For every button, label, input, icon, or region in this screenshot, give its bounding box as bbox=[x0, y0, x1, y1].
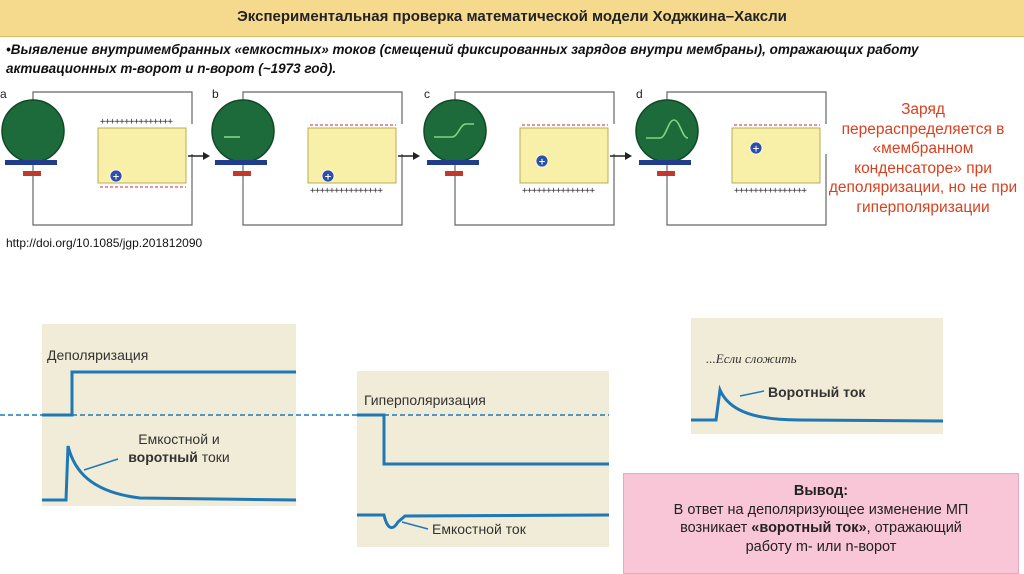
panel-letter-a: a bbox=[0, 87, 7, 101]
plus-charge-row: +++++++++++++++ bbox=[310, 186, 383, 196]
panel-letter-d: d bbox=[636, 87, 643, 101]
capacitive-pointer bbox=[83, 458, 119, 471]
conclusion-box: Вывод: В ответ на деполяризующее изменен… bbox=[623, 473, 1019, 574]
circuit-wire bbox=[454, 91, 615, 124]
depolarization-label: Деполяризация bbox=[47, 347, 149, 363]
capacitive-gate-current-label: Емкостной и воротный токи bbox=[86, 430, 272, 466]
depolarization-step-trace bbox=[42, 370, 296, 417]
membrane-capacitor bbox=[519, 127, 609, 184]
circuit-wire bbox=[454, 154, 615, 226]
conclusion-line2: возникает «воротный ток», отражающий bbox=[624, 519, 1018, 538]
panel-letter-b: b bbox=[212, 87, 219, 101]
electrode-bar bbox=[215, 160, 267, 165]
capacitive-current-trace bbox=[357, 513, 610, 530]
capacitive-current-label: Емкостной ток bbox=[432, 521, 526, 537]
capacitive-gate-current-trace bbox=[42, 445, 297, 502]
electrode-bar-red bbox=[445, 171, 463, 176]
circuit-wire bbox=[32, 154, 193, 226]
currents-word: токи bbox=[197, 449, 230, 465]
side-note: Заряд перераспределяется в «мембранном к… bbox=[828, 101, 1018, 216]
gating-charge-icon bbox=[535, 154, 549, 168]
scope-trace bbox=[434, 123, 474, 138]
bullet-text: •Выявление внутримембранных «емкостных» … bbox=[6, 42, 919, 76]
circuit-wire bbox=[242, 154, 403, 226]
circuit-wire bbox=[666, 91, 827, 124]
gating-charge-icon bbox=[321, 169, 335, 183]
conclusion-line2-pre: возникает bbox=[680, 520, 752, 536]
gating-current-trace bbox=[691, 384, 944, 423]
electrode-bar-red bbox=[233, 171, 251, 176]
circuit-wire bbox=[666, 154, 827, 226]
doi-reference: http://doi.org/10.1085/jgp.201812090 bbox=[6, 236, 203, 250]
sum-panel bbox=[691, 318, 943, 434]
membrane-capacitor bbox=[731, 127, 821, 184]
hyperpolarization-panel bbox=[357, 371, 609, 547]
gating-charge-sign: + bbox=[324, 173, 332, 183]
electrode-bar bbox=[639, 160, 691, 165]
gating-charge-sign: + bbox=[538, 158, 546, 168]
plus-charge-row: +++++++++++++++ bbox=[522, 186, 595, 196]
sum-caption: ...Если сложить bbox=[706, 351, 797, 366]
transition-arrowhead bbox=[413, 152, 420, 160]
capacitive-pointer-2 bbox=[401, 521, 429, 530]
slide-header bbox=[0, 0, 1024, 37]
conclusion-line3: работу m- или n-ворот bbox=[745, 538, 897, 555]
circuit-wire bbox=[242, 91, 403, 124]
conclusion-line2-post: , отражающий bbox=[866, 520, 962, 536]
gating-charge-icon bbox=[109, 169, 123, 183]
transition-arrowhead bbox=[625, 152, 632, 160]
slide-title: Экспериментальная проверка математическо… bbox=[237, 8, 787, 25]
plus-charge-row: +++++++++++++++ bbox=[100, 117, 173, 127]
panel-letter-c: c bbox=[424, 87, 430, 101]
conclusion-line1: В ответ на деполяризующее изменение МП bbox=[673, 501, 969, 518]
gating-charge-sign: + bbox=[112, 173, 120, 183]
gate-pointer bbox=[739, 390, 765, 397]
hyperpolarization-step-trace bbox=[357, 413, 609, 466]
electrode-bar-red bbox=[23, 171, 41, 176]
gating-charge-icon bbox=[749, 141, 763, 155]
gating-charge-sign: + bbox=[752, 145, 760, 155]
conclusion-gate-term: «воротный ток» bbox=[751, 520, 867, 536]
cap-gate-line2: воротный токи bbox=[86, 448, 272, 466]
cap-gate-line1: Емкостной и bbox=[138, 431, 220, 447]
plus-charge-row: +++++++++++++++ bbox=[734, 186, 807, 196]
electrode-bar bbox=[427, 160, 479, 165]
gate-word: воротный bbox=[128, 449, 198, 465]
gate-current-label: Воротный ток bbox=[768, 384, 866, 400]
hyperpolarization-label: Гиперполяризация bbox=[364, 392, 486, 408]
conclusion-title: Вывод: bbox=[793, 483, 849, 499]
electrode-bar-red bbox=[657, 171, 675, 176]
circuit-wire bbox=[32, 91, 193, 124]
transition-arrowhead bbox=[203, 152, 210, 160]
electrode-bar bbox=[5, 160, 57, 165]
scope-trace bbox=[646, 119, 689, 139]
